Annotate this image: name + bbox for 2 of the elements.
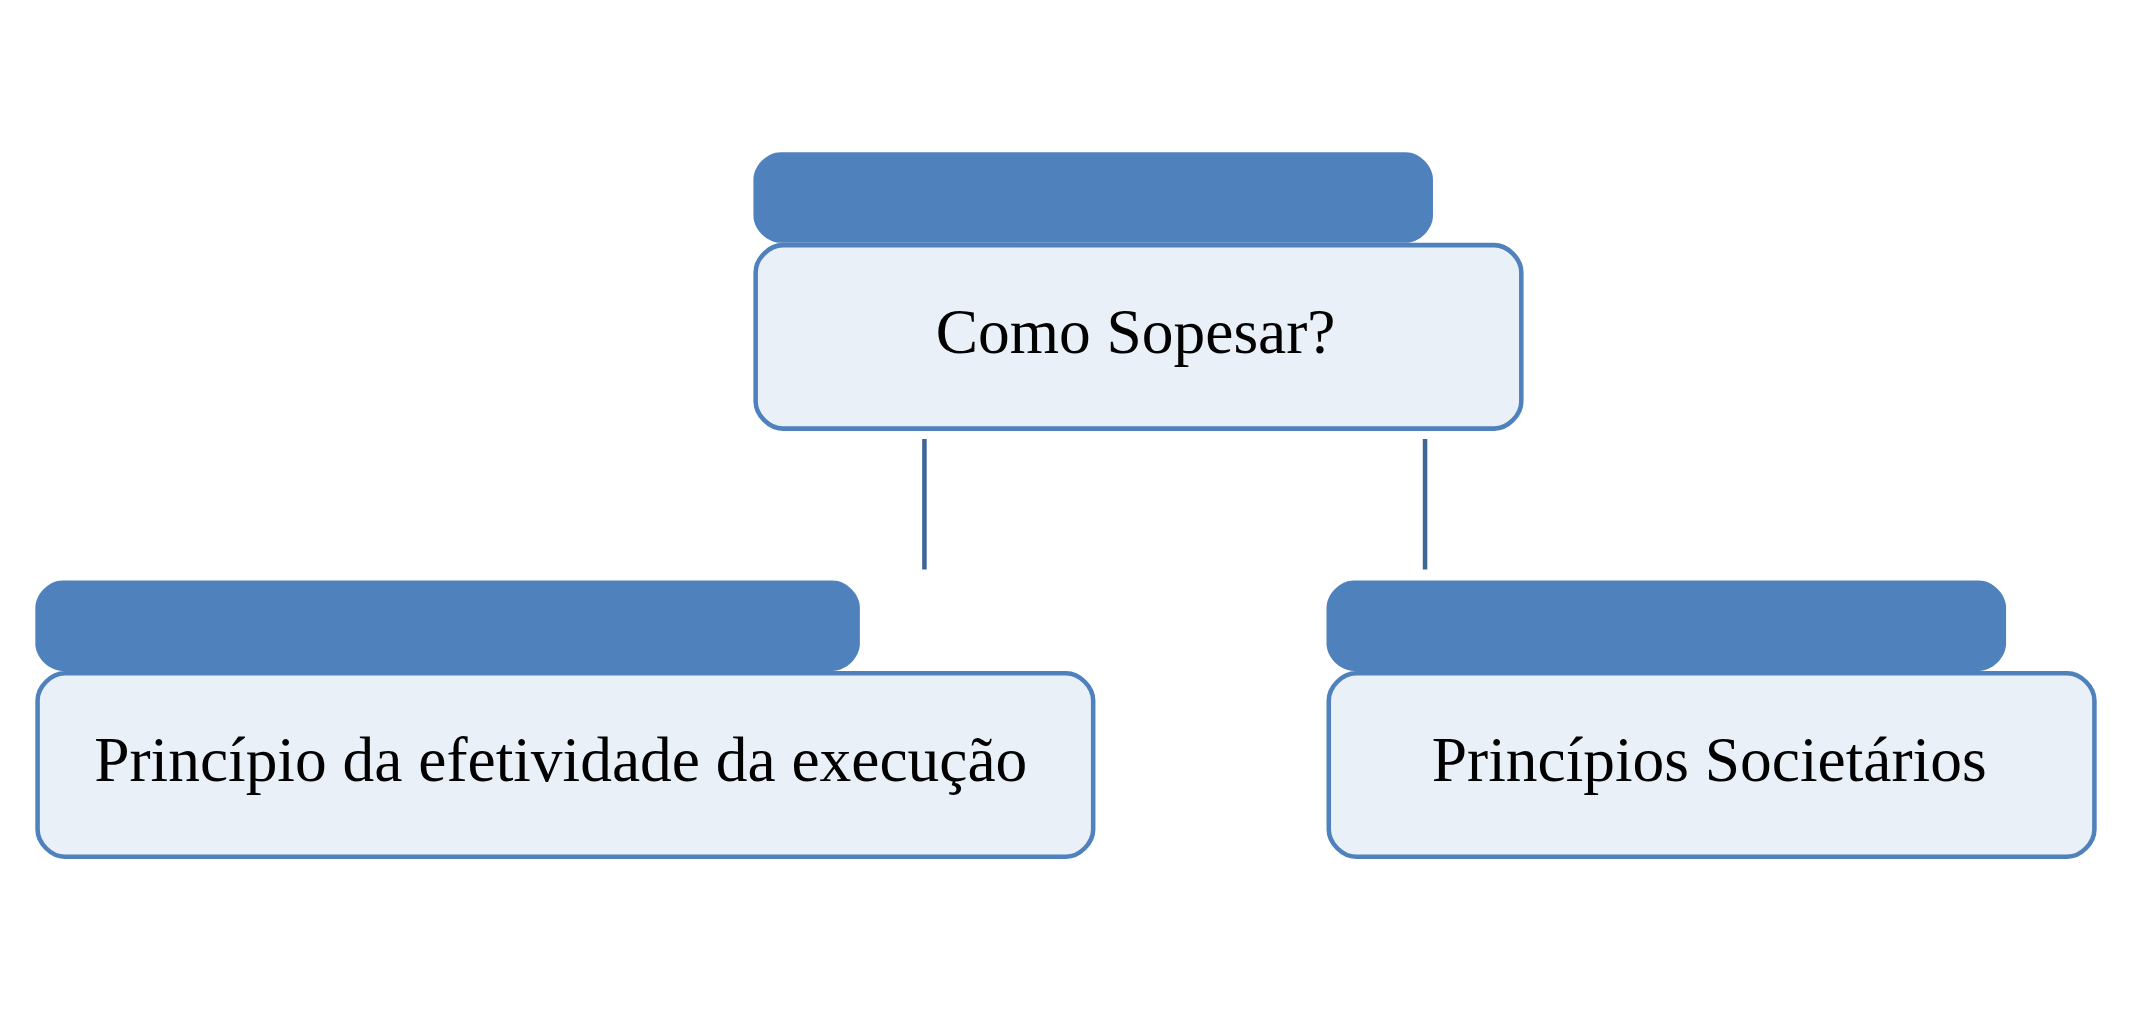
connector <box>1422 438 1428 570</box>
connector <box>922 438 927 570</box>
